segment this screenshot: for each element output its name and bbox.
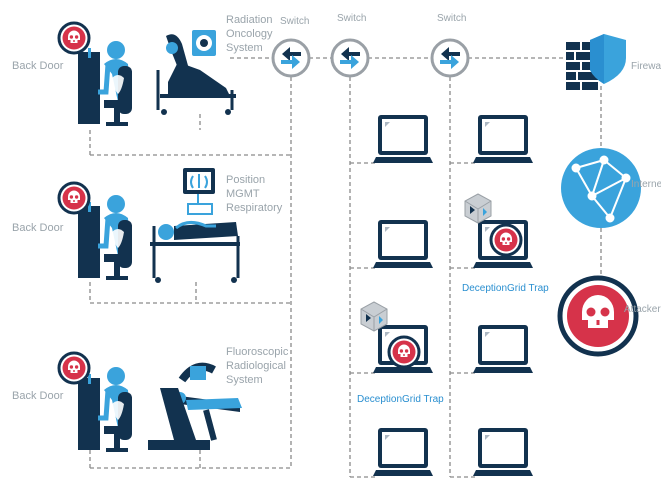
laptop-1-icon: [373, 115, 433, 163]
back-door-label-1: Back Door: [12, 60, 64, 72]
fluoroscopic-radiological-system-icon: [148, 362, 242, 450]
laptop-7-icon: [473, 325, 533, 373]
back-door-label-3: Back Door: [12, 390, 64, 402]
radiation-label-line-3: System: [226, 42, 263, 54]
firewall-label: Firewall: [631, 61, 661, 72]
deception-trap-cube-1-icon: [464, 193, 492, 224]
skull-badge-3-icon: [57, 351, 91, 385]
back-door-label-2: Back Door: [12, 222, 64, 234]
internet-label: Internet: [631, 179, 661, 190]
position-label-line-2: MGMT: [226, 188, 260, 200]
position-label-line-3: Respiratory: [226, 202, 283, 214]
laptop-2-icon: [373, 220, 433, 268]
skull-badge-1-icon: [57, 21, 91, 55]
laptop-5-icon: [473, 115, 533, 163]
deception-trap-label-2: DeceptionGrid Trap: [357, 394, 444, 405]
fluoro-label-line-2: Radiological: [226, 360, 286, 372]
switch-1-icon: [271, 38, 311, 78]
fluoro-label-line-3: System: [226, 374, 263, 386]
switch-label-1: Switch: [280, 16, 310, 27]
switch-2-icon: [330, 38, 370, 78]
switch-label-3: Switch: [437, 13, 467, 24]
switch-label-2: Switch: [337, 13, 367, 24]
attacker-skull-icon: [557, 275, 639, 357]
internet-globe-icon: [561, 148, 641, 228]
trap-skull-2-icon: [387, 335, 421, 369]
radiation-label-line-2: Oncology: [226, 28, 273, 40]
laptop-8-icon: [473, 428, 533, 476]
trap-skull-1-icon: [489, 223, 523, 257]
deception-trap-label-1: DeceptionGrid Trap: [462, 283, 549, 294]
radiation-oncology-system-icon: [156, 30, 236, 115]
back-door-workstation-3-icon: [78, 367, 132, 450]
switch-3-icon: [430, 38, 470, 78]
skull-badge-2-icon: [57, 181, 91, 215]
position-mgmt-respiratory-icon: [150, 168, 240, 283]
deception-trap-cube-2-icon: [360, 301, 388, 332]
fluoro-label-line-1: Fluoroscopic: [226, 346, 289, 358]
laptop-4-icon: [373, 428, 433, 476]
radiation-label-line-1: Radiation: [226, 14, 273, 26]
back-door-workstation-1-icon: [78, 41, 132, 124]
connection-lines: [89, 57, 602, 478]
attacker-label: Attacker: [624, 304, 661, 315]
firewall-icon: [566, 34, 626, 90]
position-label-line-1: Position: [226, 174, 266, 186]
